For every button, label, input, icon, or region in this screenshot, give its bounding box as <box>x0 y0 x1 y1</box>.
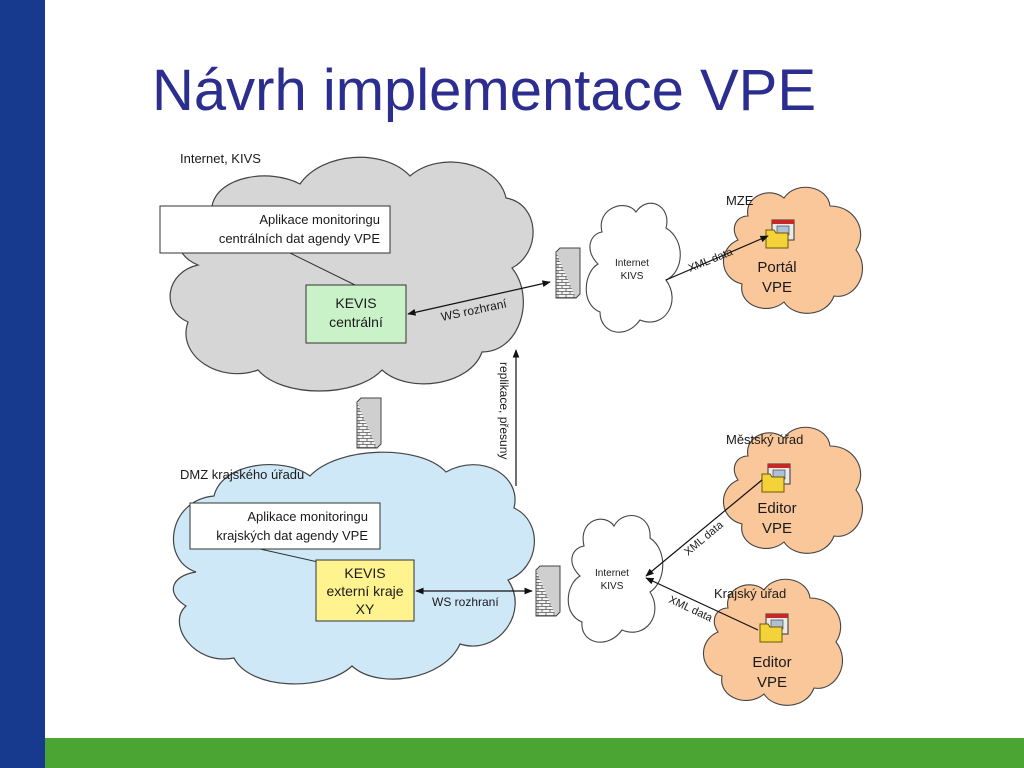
firewall-icon <box>535 565 561 617</box>
kevis-regional-line-3: XY <box>356 601 375 617</box>
internet-kivs-label: Internet, KIVS <box>180 151 261 166</box>
kivs-cloud-top <box>585 202 681 333</box>
kivs-top-line-1: Internet <box>615 258 649 269</box>
xml-link-mze <box>665 235 769 281</box>
kivs-top-line-2: KIVS <box>621 271 644 282</box>
regional-callout-line-2: krajských dat agendy VPE <box>216 528 368 543</box>
replication-label: replikace, přesuny <box>497 362 511 459</box>
kevis-central-box <box>305 284 407 344</box>
kivs-bottom-line-2: KIVS <box>601 581 624 592</box>
kevis-regional-line-2: externí kraje <box>326 583 403 599</box>
slide-title: Návrh implementace VPE <box>152 58 817 123</box>
xml-link-mestsky <box>645 479 763 577</box>
mze-app-line-2: VPE <box>762 279 792 296</box>
firewall-icon <box>356 397 382 449</box>
krajsky-app-line-1: Editor <box>752 654 791 671</box>
regional-callout-line-1: Aplikace monitoringu <box>247 509 368 524</box>
kevis-central-line-1: KEVIS <box>335 295 376 311</box>
krajsky-label: Krajský úřad <box>714 586 786 601</box>
krajsky-app-line-2: VPE <box>757 674 787 691</box>
ws-label-bottom: WS rozhraní <box>432 595 499 609</box>
kevis-central-line-2: centrální <box>329 314 383 330</box>
mestsky-cloud <box>722 426 864 554</box>
left-accent-bar <box>0 0 45 768</box>
mestsky-app-line-1: Editor <box>757 500 796 517</box>
mestsky-label: Městský úřad <box>726 432 803 447</box>
ws-link-top <box>407 280 551 316</box>
mestsky-app-line-2: VPE <box>762 520 792 537</box>
xml-label-mestsky: XML data <box>682 519 726 559</box>
mze-label: MZE <box>726 193 754 208</box>
kivs-bottom-line-1: Internet <box>595 568 629 579</box>
dmz-label: DMZ krajského úřadu <box>180 467 304 482</box>
mze-app-line-1: Portál <box>757 259 796 276</box>
firewall-icon <box>555 247 581 299</box>
internet-kivs-cloud <box>169 156 534 392</box>
central-callout-line-2: centrálních dat agendy VPE <box>219 231 380 246</box>
mze-cloud <box>722 186 864 314</box>
regional-monitoring-callout <box>189 502 381 550</box>
kivs-cloud-bottom <box>567 515 664 643</box>
central-callout-pointer <box>289 252 356 286</box>
kevis-regional-box <box>315 559 415 622</box>
bottom-accent-bar <box>45 738 1024 768</box>
regional-callout-pointer <box>259 548 319 563</box>
kevis-regional-line-1: KEVIS <box>344 565 385 581</box>
xml-link-krajsky <box>645 577 759 631</box>
central-monitoring-callout <box>159 205 391 254</box>
central-callout-line-1: Aplikace monitoringu <box>259 212 380 227</box>
